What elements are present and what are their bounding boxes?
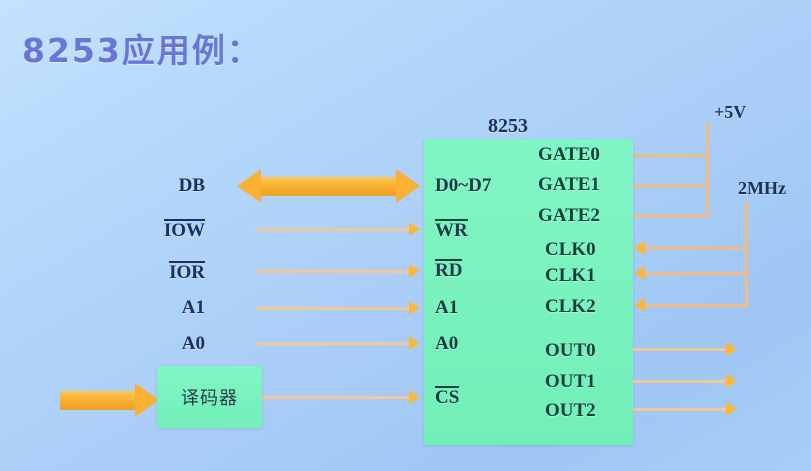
pin-clk2-label: CLK2 [545,296,596,317]
pin-rd-label: RD [435,259,463,282]
iow-label-text: IOW [163,219,205,241]
clock-source-label: 2MHz [738,178,786,198]
pin-out2-label: OUT2 [545,400,596,421]
pin-gate2-label: GATE2 [538,205,600,226]
a1-arrow-head [409,301,420,315]
ior-wire [255,270,410,273]
page-title: 8253应用例： [22,31,262,70]
db-label: DB [178,175,205,196]
ior-label: IOR [120,261,205,284]
pin-rd-text: RD [435,259,463,281]
chip-name-label: 8253 [488,115,528,137]
pin-a0-label: A0 [435,333,459,354]
decoder-input-arrow-bar [60,391,135,410]
ior-arrow-head [409,264,420,278]
decoder-input-arrow-head [135,383,159,417]
decoder-box [157,366,262,428]
clock-bus-vertical [745,202,748,308]
a1-label: A1 [181,297,205,318]
clk1-wire [645,272,748,275]
out2-wire [633,408,727,411]
clk0-arrow-head [634,241,645,255]
pin-cs-label: CS [435,386,460,409]
pin-wr-text: WR [435,219,468,241]
iow-wire [255,228,410,231]
pin-clk0-label: CLK0 [545,239,596,260]
a0-label: A0 [181,333,205,354]
gate1-wire [633,184,708,187]
cs-arrow-head [409,390,420,404]
pin-out0-label: OUT0 [545,340,596,361]
gate2-wire [633,214,708,217]
iow-arrow-head [409,222,420,236]
chip-box-8253 [424,139,633,445]
pin-gate0-label: GATE0 [538,144,600,165]
out2-arrow-head [726,402,737,416]
iow-label: IOW [120,219,205,242]
db-bus-arrow-bar [261,177,396,196]
power-supply-label: +5V [714,102,747,122]
cs-wire [262,396,410,399]
a1-wire [255,307,410,310]
clk2-wire [645,304,748,307]
a0-wire [255,342,410,345]
pin-wr-label: WR [435,219,468,242]
gate0-wire [633,154,708,157]
pin-gate1-label: GATE1 [538,174,600,195]
out0-wire [633,348,727,351]
a0-arrow-head [409,336,420,350]
db-bus-arrow-head-left [237,169,261,203]
ior-label-text: IOR [169,261,205,283]
out0-arrow-head [726,342,737,356]
clk2-arrow-head [634,298,645,312]
pin-d0-d7-label: D0~D7 [435,175,492,196]
clk1-arrow-head [634,266,645,280]
pin-clk1-label: CLK1 [545,265,596,286]
decoder-label: 译码器 [181,388,238,409]
out1-wire [633,380,727,383]
out1-arrow-head [726,374,737,388]
pin-cs-text: CS [435,386,460,408]
pin-a1-label: A1 [435,297,459,318]
clk0-wire [645,247,748,250]
db-bus-arrow-head-right [396,169,420,203]
pin-out1-label: OUT1 [545,371,596,392]
power-bus-vertical [706,122,709,217]
